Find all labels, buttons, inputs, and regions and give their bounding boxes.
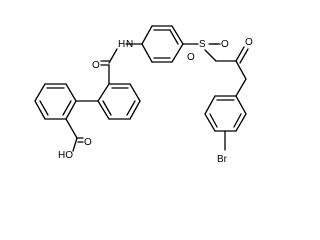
structure-diagram: H N O S O O O O HO Br [34,25,253,165]
atom-sulfonyl-o-right: O [221,39,229,50]
atom-nh-h: H [118,39,125,50]
molecule-drawing: H N O S O O O O HO Br [34,25,253,165]
atom-amide-o: O [92,60,100,71]
amide-group [100,43,143,85]
keto-linker [215,46,249,80]
atom-sulfur: S [199,39,206,50]
atom-sulfonyl-o-left: O [187,52,195,63]
atom-acid-o: O [84,137,92,148]
ring-benzoic-acid [34,83,77,120]
atom-nh-n: N [126,39,133,50]
atom-ketone-o: O [245,37,253,48]
atom-bromine: Br [217,154,228,165]
sulfonyl-group [182,43,221,62]
ring-anilino [141,25,184,63]
carboxylic-acid-group [65,118,84,152]
atom-acid-ho: HO [58,150,73,161]
ring-benzamide [97,83,141,120]
ring-bromophenyl [204,78,247,151]
